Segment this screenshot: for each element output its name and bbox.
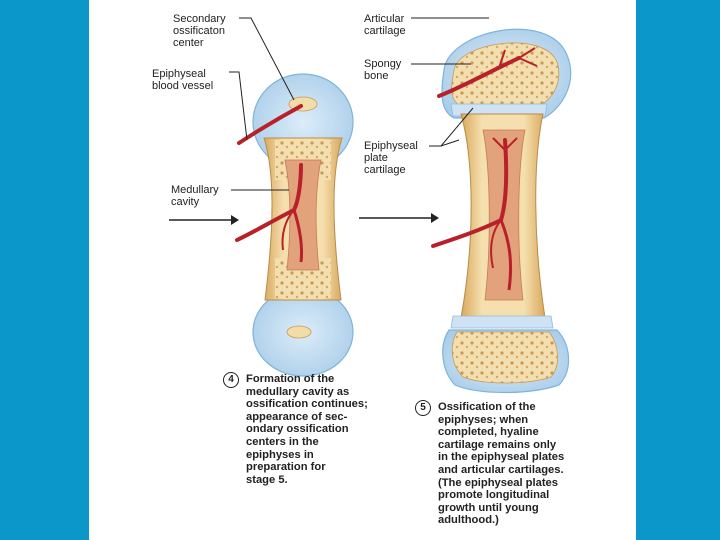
epiphyseal-plate-cartilage-top: [450, 103, 548, 117]
epiphyseal-vessel-branches: [498, 47, 538, 69]
vessel-branch-2: [281, 209, 295, 251]
step-4-badge: 4: [223, 372, 239, 388]
secondary-ossification-center-bottom: [286, 325, 312, 339]
vessel-branches-stage-5: [490, 137, 518, 269]
label-medullary-cavity: Medullary cavity: [171, 184, 219, 208]
stage-arrows: [169, 213, 439, 225]
step-5-badge: 5: [415, 400, 431, 416]
bone-ossification-illustration: [169, 17, 572, 394]
leader-secondary-ossification: [239, 17, 295, 101]
epiphyseal-plate-cartilage-bottom: [450, 315, 554, 329]
spongy-bone: [451, 42, 560, 106]
epiphyseal-blood-vessel-stage-5: [437, 56, 521, 98]
label-epiphyseal-plate-cartilage: Epiphyseal plate cartilage: [364, 140, 418, 176]
leader-epiphyseal-blood-vessel: [229, 71, 248, 141]
step-5-caption: Ossification of the epiphyses; when comp…: [438, 401, 565, 527]
step-4-caption: Formation of the medullary cavity as oss…: [246, 373, 368, 486]
arrowhead-into-stage-4: [231, 215, 239, 225]
arrowhead-into-stage-5: [431, 213, 439, 223]
leader-epiphyseal-plate-2: [440, 139, 460, 147]
slide-panel: Secondary ossificaton center Epiphyseal …: [89, 0, 636, 540]
leader-lines: [229, 17, 489, 191]
bone-stage-5: [431, 28, 572, 394]
spongy-bone-bottom-stage-5: [451, 331, 558, 384]
epiphyseal-blood-vessel: [237, 104, 303, 145]
label-epiphyseal-blood-vessel: Epiphyseal blood vessel: [152, 68, 214, 92]
vessel-branch: [292, 209, 303, 263]
vessel-branch-stage-5: [499, 219, 513, 291]
label-secondary-ossification-center: Secondary ossificaton center: [173, 13, 226, 49]
bone-stage-4: [235, 73, 354, 377]
label-spongy-bone: Spongy bone: [364, 58, 402, 82]
label-articular-cartilage: Articular cartilage: [364, 13, 406, 37]
medullary-cavity: [284, 159, 322, 271]
